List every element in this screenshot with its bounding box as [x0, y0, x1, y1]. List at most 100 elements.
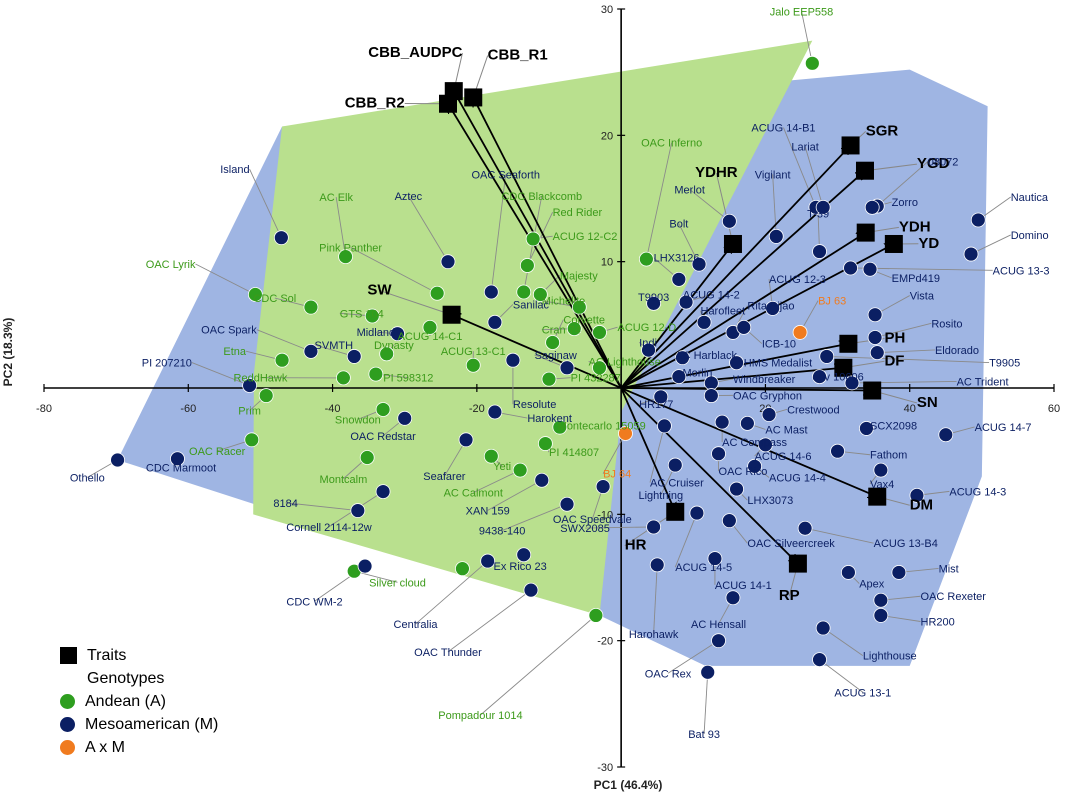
genotype-point-crestwood — [761, 407, 777, 422]
genotype-label-cdc-wm-2: CDC WM-2 — [286, 596, 342, 608]
leader-08072 — [876, 161, 929, 207]
genotype-point-othello — [110, 452, 125, 468]
genotype-label-michelite: Michelite — [542, 296, 585, 308]
genotype-point-majesty — [532, 287, 548, 302]
trait-vector-sgr — [620, 145, 850, 389]
genotype-point-acug-12-3 — [765, 301, 781, 316]
genotype-point-snowdon — [375, 402, 391, 417]
genotype-point-lighthouse — [815, 620, 831, 636]
trait-vector-hr — [620, 387, 675, 512]
genotype-point-cdc-blackcomb — [516, 284, 532, 300]
genotype-label-reddhawk: ReddHawk — [234, 373, 288, 385]
trait-label-yd: YD — [918, 235, 939, 252]
leader-acug-14-b1 — [783, 127, 817, 208]
genotype-label-08072: 08072 — [928, 157, 959, 169]
trait-label-df: DF — [884, 352, 904, 369]
genotype-label-oac-silveercreek: OAC Silveercreek — [747, 538, 835, 550]
trait-label-sw: SW — [367, 282, 392, 299]
genotype-label-ex-rico-23: Ex Rico 23 — [494, 561, 547, 573]
genotype-point-oac-rex — [711, 633, 726, 649]
leader-bolt — [678, 223, 700, 265]
genotype-point-oac-speedvale — [595, 479, 611, 494]
genotype-point-saginaw — [559, 360, 575, 376]
leader-pink-panther — [350, 247, 438, 294]
trait-label-sn: SN — [917, 394, 938, 411]
genotype-point-rosito — [867, 330, 883, 345]
trait-label-ygd: YGD — [917, 155, 950, 172]
legend-label-axm: A x M — [85, 738, 126, 756]
genotype-point-t9905 — [819, 349, 835, 364]
genotype-label-cdc-marmoot: CDC Marmoot — [146, 462, 216, 474]
genotype-label-cdc-blackcomb: CDC Blackcomb — [501, 191, 582, 203]
genotype-label-scx2098: SCX2098 — [870, 421, 917, 433]
y-tick-label: 10 — [601, 257, 613, 269]
genotype-point-oac-redstar — [397, 410, 413, 426]
genotype-label-mist: Mist — [939, 563, 959, 575]
navy-dot-icon — [60, 717, 75, 732]
genotype-point-morlin — [671, 369, 687, 385]
y-tick-label: -10 — [597, 509, 613, 521]
genotype-label-pi-414807: PI 414807 — [549, 447, 599, 459]
genotype-label-centralia: Centralia — [394, 619, 439, 631]
genotype-label-ac-cruiser: AC Cruiser — [650, 478, 704, 490]
square-icon — [60, 647, 77, 664]
genotype-label-acug-12-c2: ACUG 12-C2 — [553, 231, 618, 243]
genotype-point-corvette — [545, 335, 561, 350]
genotype-label-8184: 8184 — [273, 498, 297, 510]
genotype-point-oac-gryphon — [703, 388, 719, 403]
genotype-point-lariat — [815, 199, 831, 215]
legend: Traits Genotypes Andean (A) Mesoamerican… — [60, 644, 218, 759]
leader-ac-elk — [335, 196, 347, 257]
genotype-label-morlin: Morlin — [682, 368, 712, 380]
genotype-point-ac-trident — [844, 375, 860, 391]
genotype-point-t-39 — [812, 244, 827, 259]
genotype-point-acug-13-c1 — [465, 357, 481, 373]
genotype-label-acug-14-4: ACUG 14-4 — [769, 472, 826, 484]
trait-vector-df — [621, 368, 843, 389]
genotype-label-corvette: Corvette — [563, 315, 605, 327]
genotype-point-xan-159 — [534, 472, 550, 488]
genotype-point-pi-432287 — [541, 371, 557, 387]
genotype-label-acug-12-d: ACUG 12-D — [618, 322, 677, 334]
genotype-point-empd419 — [862, 261, 878, 277]
y-tick-label: -30 — [597, 762, 613, 774]
leader-acug-14-5 — [674, 512, 698, 568]
genotype-point-pink-panther — [429, 285, 445, 301]
genotype-label-cornell-2114-12w: Cornell 2114-12w — [286, 522, 371, 534]
leader-vigilant — [772, 174, 777, 237]
genotype-point-indi — [641, 342, 656, 358]
genotype-label-ac-calmont: AC Calmont — [444, 488, 503, 500]
genotype-point-ac-elk — [338, 249, 353, 265]
legend-item-meso: Mesoamerican (M) — [60, 713, 218, 736]
genotype-label-indi: Indi — [639, 337, 657, 349]
genotype-label-bj-64: BJ 64 — [603, 469, 631, 481]
leader-swx2085 — [585, 526, 654, 529]
genotype-point-etna — [274, 352, 290, 368]
legend-genotypes-header: Genotypes — [82, 667, 218, 690]
genotype-label-acug-14-6: ACUG 14-6 — [755, 451, 812, 463]
legend-item-axm: A x M — [60, 736, 218, 759]
trait-leader-sw — [379, 290, 452, 316]
genotype-label-red-rider: Red Rider — [553, 207, 603, 219]
genotype-point-cdc-marmoot — [170, 451, 185, 467]
genotype-point-sanilac — [487, 314, 503, 330]
genotype-label-ac-harblack: AC Harblack — [675, 350, 737, 362]
genotype-point-seafarer — [458, 432, 474, 448]
trait-square-sw — [442, 305, 461, 324]
leader-ac-calmont — [473, 469, 521, 494]
genotype-point-domino — [963, 246, 979, 262]
genotype-label-seafarer: Seafarer — [423, 471, 466, 483]
legend-item-andean: Andean (A) — [60, 690, 218, 713]
genotype-label-nautica: Nautica — [1011, 192, 1049, 204]
genotype-point-vigilant — [768, 228, 784, 244]
genotype-label-acug-14-1: ACUG 14-1 — [715, 580, 772, 592]
genotype-point-lightning — [667, 457, 683, 473]
genotype-point-ac-compass — [714, 414, 730, 430]
trait-vector-sn — [621, 388, 872, 391]
genotype-label-pompadour-1014: Pompadour 1014 — [438, 710, 522, 722]
trait-square-cbb-r1 — [464, 88, 483, 107]
genotype-point-aztec — [440, 254, 456, 270]
genotype-point-acug-14-4 — [747, 458, 763, 474]
